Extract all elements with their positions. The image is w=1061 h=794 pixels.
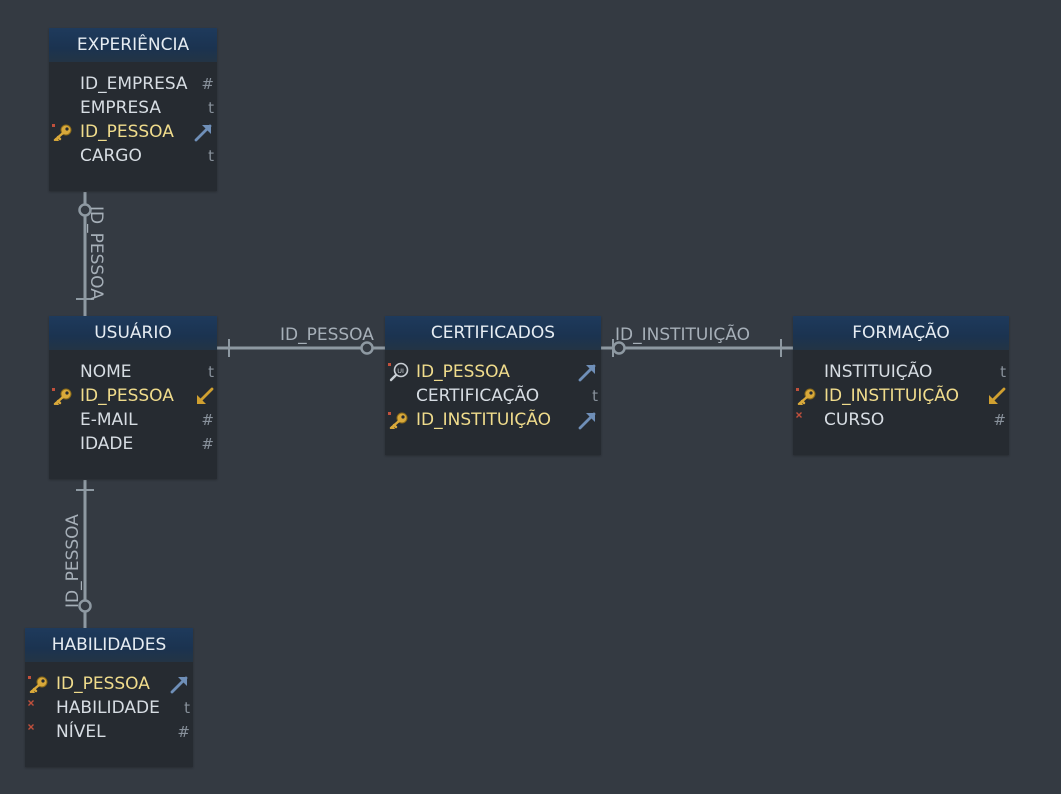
column-name: CERTIFICAÇÃO	[416, 386, 540, 406]
column-row[interactable]: CERTIFICAÇÃO t	[385, 384, 601, 408]
svg-text:UI: UI	[397, 367, 404, 375]
entity-title[interactable]: USUÁRIO	[49, 316, 217, 350]
primary-key-icon	[796, 388, 816, 405]
column-name: IDADE	[80, 434, 134, 454]
column-row[interactable]: INSTITUIÇÃO t	[793, 360, 1009, 384]
primary-key-icon	[28, 676, 48, 693]
column-name: EMPRESA	[80, 98, 161, 118]
column-type: t	[1000, 363, 1006, 381]
column-name: ID_PESSOA	[80, 386, 174, 406]
connector-experiencia-usuario[interactable]	[76, 192, 94, 316]
primary-key-icon	[52, 124, 72, 141]
connector-label-certificados-formacao: ID_INSTITUIÇÃO	[615, 323, 750, 345]
column-name: ID_INSTITUIÇÃO	[824, 386, 959, 406]
connector-usuario-habilidades[interactable]	[76, 480, 94, 628]
entity-title[interactable]: HABILIDADES	[25, 628, 193, 662]
entity-habilidades[interactable]: HABILIDADES ID_PESSOA HABILIDADE t NÍVEL…	[25, 628, 193, 767]
column-type: t	[592, 387, 598, 405]
foreign-key-out-arrow-icon	[170, 676, 188, 694]
column-row[interactable]: NÍVEL #	[25, 720, 193, 744]
column-row[interactable]: ID_PESSOA	[49, 120, 217, 144]
entity-title[interactable]: FORMAÇÃO	[793, 316, 1009, 350]
column-name: ID_EMPRESA	[80, 74, 188, 94]
column-row[interactable]: EMPRESA t	[49, 96, 217, 120]
foreign-key-in-arrow-icon	[989, 387, 1006, 404]
column-name: E-MAIL	[80, 410, 138, 430]
column-type: t	[208, 99, 214, 117]
column-row[interactable]: ID_INSTITUIÇÃO	[793, 384, 1009, 408]
column-name: ID_INSTITUIÇÃO	[416, 410, 551, 430]
not-null-icon	[28, 700, 34, 706]
column-type: t	[208, 363, 214, 381]
entity-usuario[interactable]: USUÁRIO NOME t ID_PESSOA E-MAIL # IDADE …	[49, 316, 217, 479]
not-null-icon	[28, 724, 34, 730]
entity-certificados[interactable]: CERTIFICADOS UI ID_PESSOA CERTIFICAÇÃO t…	[385, 316, 601, 455]
column-name: CURSO	[824, 410, 885, 430]
entity-experiencia[interactable]: EXPERIÊNCIA ID_EMPRESA # EMPRESA t ID_PE…	[49, 28, 217, 191]
column-row[interactable]: E-MAIL #	[49, 408, 217, 432]
column-name: ID_PESSOA	[80, 122, 174, 142]
column-name: ID_PESSOA	[416, 362, 510, 382]
index-search-icon: UI	[388, 362, 409, 382]
column-name: ID_PESSOA	[56, 674, 150, 694]
connector-usuario-certificados[interactable]	[217, 339, 385, 357]
connector-label-usuario-habilidades: ID_PESSOA	[63, 514, 83, 608]
column-name: INSTITUIÇÃO	[824, 362, 933, 382]
entity-title[interactable]: EXPERIÊNCIA	[49, 28, 217, 62]
connector-label-usuario-certificados: ID_PESSOA	[280, 325, 374, 345]
not-null-icon	[796, 412, 802, 418]
column-type: #	[201, 75, 214, 93]
primary-key-icon	[52, 388, 72, 405]
column-row[interactable]: CURSO #	[793, 408, 1009, 432]
column-name: NÍVEL	[56, 722, 106, 742]
column-row[interactable]: NOME t	[49, 360, 217, 384]
foreign-key-out-arrow-icon	[578, 364, 596, 382]
foreign-key-out-arrow-icon	[194, 124, 212, 142]
column-name: HABILIDADE	[56, 698, 160, 718]
column-type: t	[184, 699, 190, 717]
connector-certificados-formacao[interactable]	[601, 339, 793, 357]
primary-key-icon	[388, 412, 408, 429]
connector-label-experiencia-usuario: ID_PESSOA	[86, 206, 106, 300]
column-type: #	[993, 411, 1006, 429]
column-row[interactable]: ID_EMPRESA #	[49, 72, 217, 96]
foreign-key-out-arrow-icon	[578, 412, 596, 430]
column-type: t	[208, 147, 214, 165]
column-row[interactable]: ID_INSTITUIÇÃO	[385, 408, 601, 432]
column-row[interactable]: HABILIDADE t	[25, 696, 193, 720]
column-name: NOME	[80, 362, 132, 382]
column-name: CARGO	[80, 146, 142, 166]
column-type: #	[201, 411, 214, 429]
foreign-key-in-arrow-icon	[197, 387, 214, 404]
column-type: #	[177, 723, 190, 741]
entity-formacao[interactable]: FORMAÇÃO INSTITUIÇÃO t ID_INSTITUIÇÃO CU…	[793, 316, 1009, 455]
column-type: #	[201, 435, 214, 453]
column-row[interactable]: ID_PESSOA	[25, 672, 193, 696]
column-row[interactable]: UI ID_PESSOA	[385, 360, 601, 384]
column-row[interactable]: IDADE #	[49, 432, 217, 456]
column-row[interactable]: CARGO t	[49, 144, 217, 168]
entity-title[interactable]: CERTIFICADOS	[385, 316, 601, 350]
column-row[interactable]: ID_PESSOA	[49, 384, 217, 408]
